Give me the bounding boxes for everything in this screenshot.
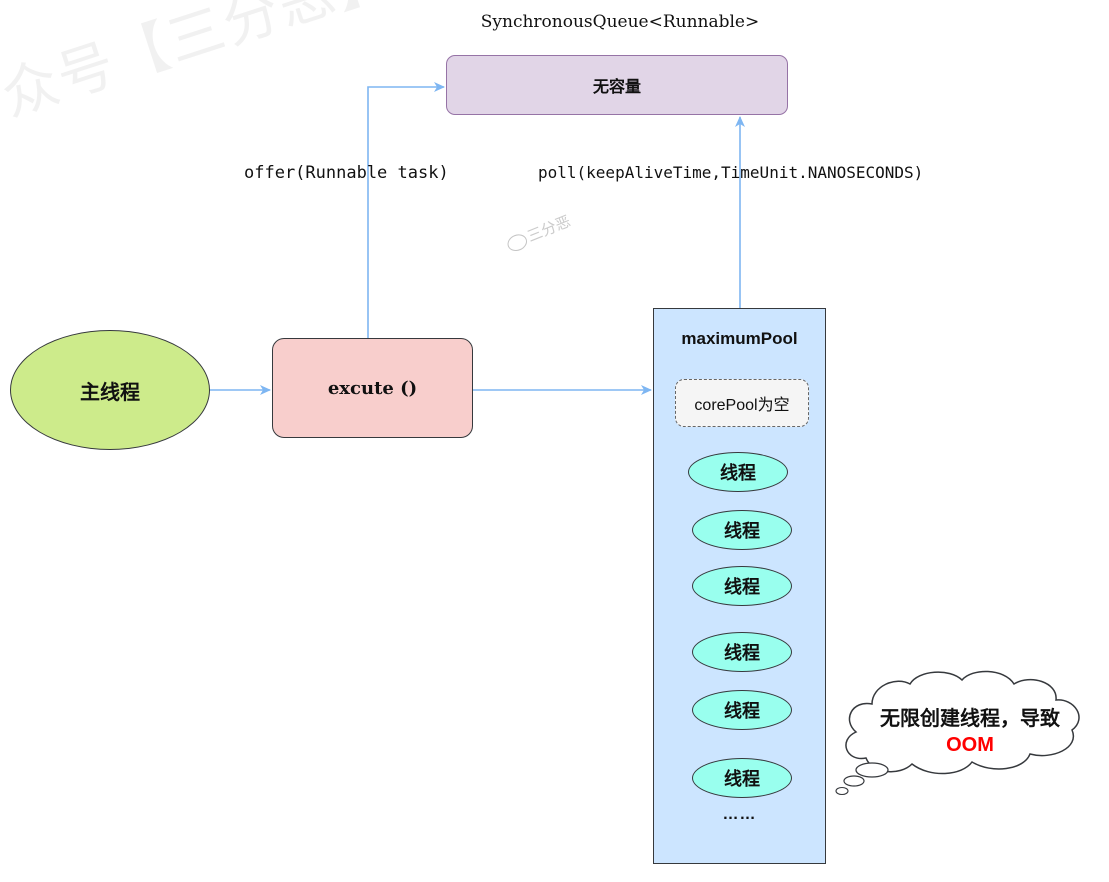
edge-offer-to-queue [367,82,445,338]
more-threads-ellipsis: …… [722,806,757,823]
cloud-bubble-small [835,786,849,796]
thread-label: 线程 [724,769,760,790]
thought-cloud [835,670,1080,796]
callout-line-1: 无限创建线程，导致 [880,708,1060,730]
execute-node: excute () [272,338,473,438]
execute-label: excute () [327,377,418,399]
poll-edge-label: poll(keepAliveTime,TimeUnit.NANOSECONDS) [538,163,924,182]
offer-edge-label: offer(Runnable task) [244,163,449,183]
main-thread-label: 主线程 [80,379,140,404]
core-pool-node: corePool为空 [675,379,809,427]
maximum-pool-title: maximumPool [681,329,798,348]
queue-node: 无容量 [446,55,788,115]
thread-node: 线程 [692,758,792,798]
callout-text: 无限创建线程，导致 OOM [845,706,1095,758]
main-thread-node: 主线程 [10,330,210,450]
thread-label: 线程 [724,701,760,722]
thread-node: 线程 [692,632,792,672]
thread-label: 线程 [724,521,760,542]
cloud-shape [845,670,1080,775]
thread-label: 线程 [724,643,760,664]
cloud-bubble-large [855,762,889,778]
thread-label: 线程 [724,577,760,598]
callout-oom: OOM [946,734,994,756]
thread-node: 线程 [692,690,792,730]
queue-title: SynchronousQueue<Runnable> [480,12,760,32]
core-pool-label: corePool为空 [694,397,790,414]
thread-label: 线程 [720,463,756,484]
queue-label: 无容量 [592,77,641,96]
thread-node: 线程 [688,452,788,492]
thread-node: 线程 [692,566,792,606]
thread-node: 线程 [692,510,792,550]
cloud-bubble-medium [843,775,865,787]
